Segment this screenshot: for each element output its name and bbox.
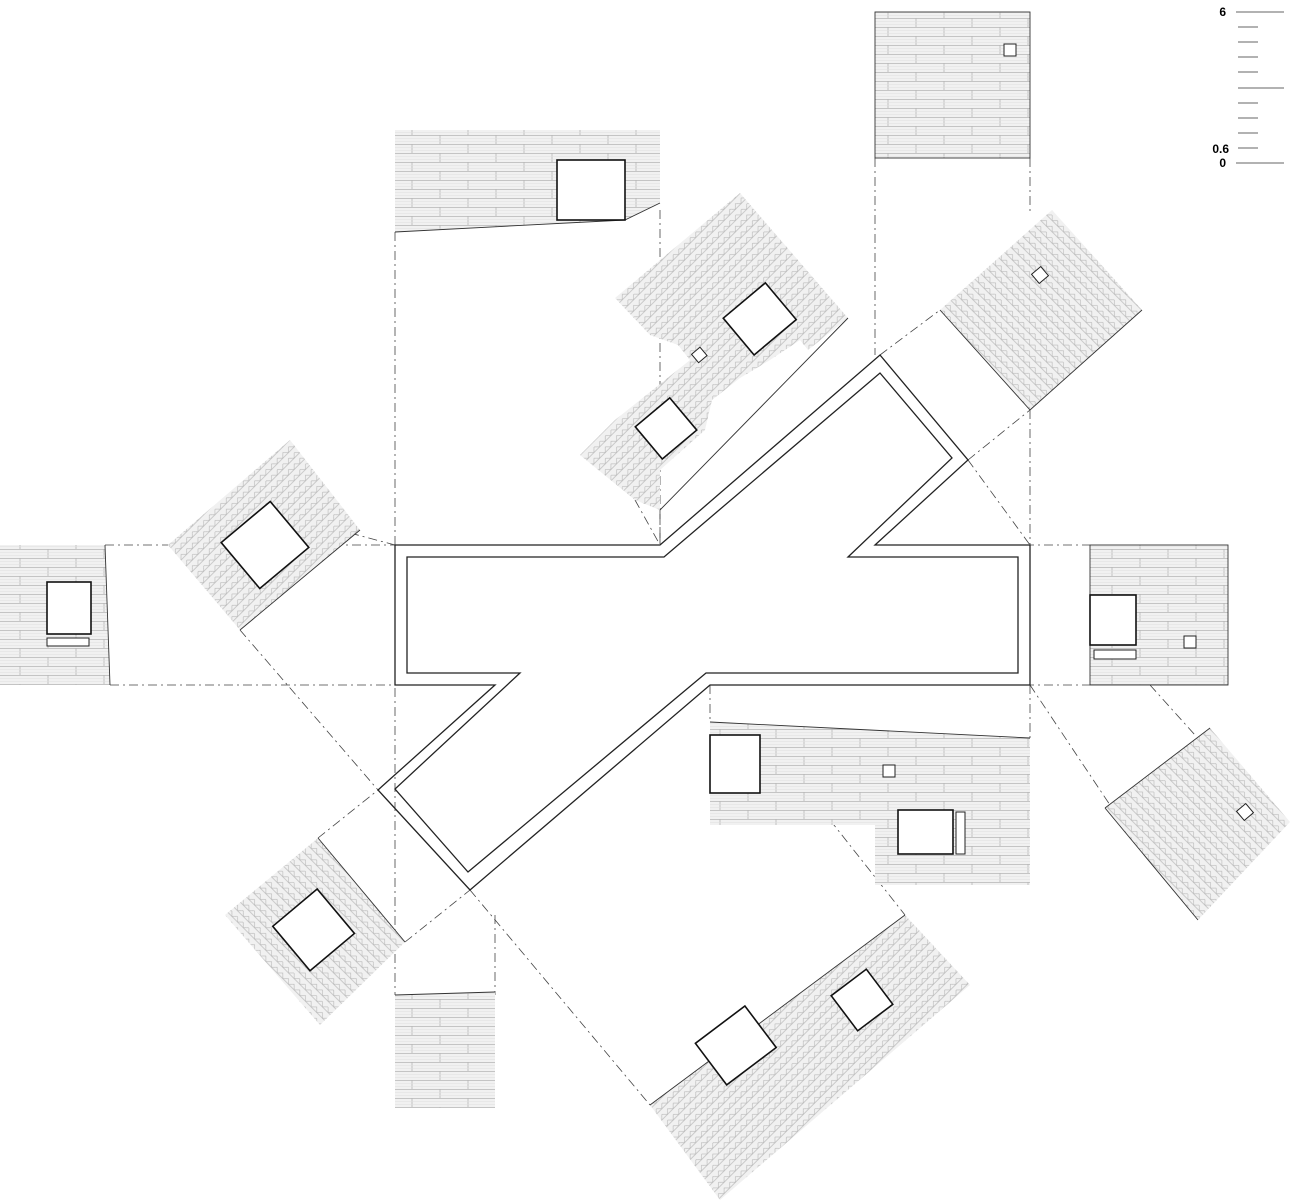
window-opening [220, 500, 310, 590]
window-opening [709, 734, 761, 794]
sill-slot [46, 637, 90, 647]
scale-label-0: 0 [1219, 156, 1226, 170]
window-opening [694, 1004, 778, 1086]
elevation-panel-left [0, 544, 111, 686]
elevation-panel-bottom-center [709, 721, 1031, 885]
central-plan [377, 354, 1031, 891]
window-opening [897, 809, 954, 855]
window-opening [722, 281, 798, 357]
sill-slot [955, 811, 966, 855]
elevation-panel-bottom [394, 991, 496, 1108]
vent-opening [882, 764, 896, 778]
sill-slot [1093, 649, 1137, 660]
window-opening [634, 396, 698, 461]
vent-opening [1030, 265, 1050, 285]
window-opening [46, 581, 92, 635]
window-opening [1089, 594, 1137, 646]
vent-opening [1003, 43, 1017, 57]
elevation-panel-diagonal-lower-right [1104, 727, 1290, 921]
scale-label-6: 6 [1219, 5, 1226, 19]
elevation-panel-diagonal-upper [580, 193, 849, 511]
elevation-panel-diagonal-right [939, 210, 1143, 411]
window-opening [271, 887, 356, 972]
scale-bar: 6 0.6 0 [1212, 5, 1284, 170]
elevation-panel-right [1089, 544, 1229, 686]
elevation-panel-diagonal-lower-left [225, 837, 406, 1025]
elevation-panel-diagonal-bottom [649, 914, 970, 1200]
elevation-panel-diagonal-left [168, 440, 361, 631]
vent-opening [1183, 635, 1197, 649]
vent-opening [690, 346, 708, 364]
elevation-panel-top-right [874, 11, 1031, 159]
scale-label-0-6: 0.6 [1212, 142, 1229, 156]
window-opening [556, 159, 626, 221]
vent-opening [1235, 802, 1255, 822]
window-opening [830, 968, 894, 1032]
elevation-panel-top [394, 130, 661, 233]
